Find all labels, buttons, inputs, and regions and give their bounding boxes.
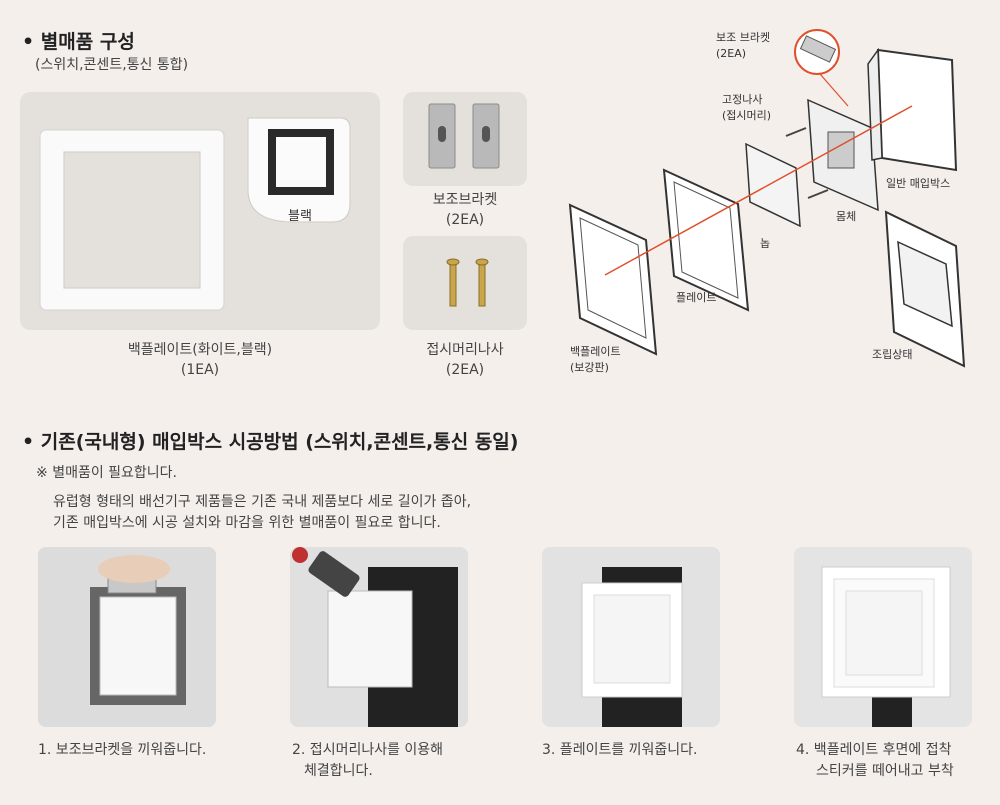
bullet: • <box>22 431 35 453</box>
screw-caption-line1: 접시머리나사 <box>426 342 504 358</box>
bracket-caption-line2: (2EA) <box>445 212 485 228</box>
switch-face <box>327 590 413 688</box>
white-backplate-opening <box>63 151 201 289</box>
section2-description: 유럽형 형태의 배선기구 제품들은 기존 국내 제품보다 세로 길이가 좁아, … <box>53 492 471 534</box>
screwdriver <box>308 551 360 597</box>
step1-caption-line1: 1. 보조브라켓을 끼워줍니다. <box>38 742 207 758</box>
section2-note: ※ 별매품이 필요합니다. <box>36 462 177 482</box>
diagram-bracket-label: 보조 브라켓 (2EA) <box>716 30 770 62</box>
hand <box>98 555 170 583</box>
diagram-screw-label-line2: (접시머리) <box>722 109 772 122</box>
diagram-screw-label-line1: 고정나사 <box>722 93 763 106</box>
backplate-caption-line1: 백플레이트(화이트,블랙) <box>127 342 273 358</box>
screw-panel <box>403 236 527 330</box>
diagram-bracket-label-line2: (2EA) <box>716 47 747 60</box>
note-text: 별매품이 필요합니다. <box>52 465 178 481</box>
backplate-panel: 블랙 <box>20 92 380 330</box>
step2-photo <box>290 547 468 727</box>
screw-right <box>478 261 486 307</box>
switch-face <box>845 590 923 676</box>
switch-face <box>99 596 177 696</box>
switch-face <box>593 594 671 684</box>
desc-line2: 기존 매입박스에 시공 설치와 마감을 위한 별매품이 필요로 합니다. <box>53 515 441 531</box>
diagram-backplate-label-line2: (보강판) <box>570 361 609 374</box>
step3-caption: 3. 플레이트를 끼워줍니다. <box>542 740 698 761</box>
step3-photo <box>542 547 720 727</box>
diagram-box <box>876 48 958 172</box>
desc-line1: 유럽형 형태의 배선기구 제품들은 기존 국내 제품보다 세로 길이가 좁아, <box>53 494 472 510</box>
step2-caption: 2. 접시머리나사를 이용해 체결합니다. <box>292 740 443 782</box>
bracket-caption: 보조브라켓 (2EA) <box>403 190 527 230</box>
black-label: 블랙 <box>288 209 312 224</box>
diagram-plate-label: 플레이트 <box>676 291 717 304</box>
diagram-knob <box>745 142 801 228</box>
bracket-panel <box>403 92 527 186</box>
bullet: • <box>22 31 35 53</box>
screw-left <box>449 261 457 307</box>
assembly-axis-line <box>604 105 913 276</box>
step4-caption-line2: 스티커를 떼어내고 부착 <box>816 763 954 779</box>
black-backplate-opening <box>276 137 326 187</box>
diagram-knob-label: 놉 <box>760 237 771 250</box>
screw-caption-line2: (2EA) <box>445 362 485 378</box>
backplate-caption-line2: (1EA) <box>180 362 220 378</box>
screw-caption: 접시머리나사 (2EA) <box>403 340 527 380</box>
note-mark: ※ <box>36 465 48 481</box>
diagram-assembled-label: 조립상태 <box>872 348 913 361</box>
bracket-illustration <box>428 103 500 169</box>
section1-subtitle: (스위치,콘센트,통신 통합) <box>35 57 189 73</box>
diagram-bracket-label-line1: 보조 브라켓 <box>716 31 771 44</box>
step4-caption: 4. 백플레이트 후면에 접착 스티커를 떼어내고 부착 <box>796 740 954 782</box>
screw-illustration <box>446 258 489 307</box>
diagram-body-label: 몸체 <box>836 210 857 223</box>
section1-title: 별매품 구성 <box>40 31 135 53</box>
section1-title-row: • 별매품 구성 <box>22 27 135 54</box>
diagram-box-label: 일반 매입박스 <box>886 177 951 190</box>
step1-caption: 1. 보조브라켓을 끼워줍니다. <box>38 740 206 761</box>
diagram-backplate-label-line1: 백플레이트 <box>570 345 621 358</box>
bracket-caption-line1: 보조브라켓 <box>432 192 498 208</box>
section2-title-row: • 기존(국내형) 매입박스 시공방법 (스위치,콘센트,통신 동일) <box>22 427 518 454</box>
exploded-diagram <box>568 29 966 368</box>
step2-caption-line2: 체결합니다. <box>304 763 373 779</box>
step1-photo <box>38 547 216 727</box>
step2-caption-line1: 2. 접시머리나사를 이용해 <box>292 742 444 758</box>
backplate-caption: 백플레이트(화이트,블랙) (1EA) <box>20 340 380 380</box>
step4-photo <box>794 547 972 727</box>
diagram-backplate-label: 백플레이트 (보강판) <box>570 344 621 376</box>
section2-title-suffix: (스위치,콘센트,통신 동일) <box>305 431 519 453</box>
backplate-illustration <box>39 117 351 311</box>
diagram-screw-label: 고정나사 (접시머리) <box>722 92 771 124</box>
step3-caption-line1: 3. 플레이트를 끼워줍니다. <box>542 742 698 758</box>
step4-caption-line1: 4. 백플레이트 후면에 접착 <box>796 742 952 758</box>
section2-title: 기존(국내형) 매입박스 시공방법 <box>40 431 299 453</box>
